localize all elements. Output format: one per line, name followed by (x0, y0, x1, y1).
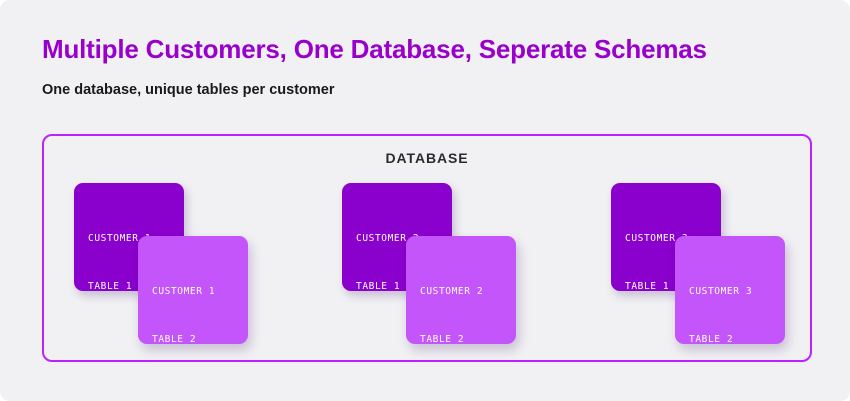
customer-group: CUSTOMER 2 TABLE 1 CUSTOMER 2 TABLE 2 (342, 183, 522, 345)
card-customer-label: CUSTOMER 1 (152, 286, 216, 297)
card-table-label: TABLE 1 (356, 281, 401, 292)
database-label: DATABASE (385, 150, 469, 166)
customer-table-card: CUSTOMER 1 TABLE 2 (138, 236, 248, 345)
card-table-label: TABLE 2 (152, 334, 197, 345)
card-table-label: TABLE 2 (689, 334, 734, 345)
card-customer-label: CUSTOMER 3 (689, 286, 753, 297)
card-customer-label: CUSTOMER 2 (420, 286, 484, 297)
customer-group: CUSTOMER 1 TABLE 1 CUSTOMER 1 TABLE 2 (74, 183, 254, 345)
customer-group: CUSTOMER 3 TABLE 1 CUSTOMER 3 TABLE 2 (611, 183, 791, 345)
customer-table-card: CUSTOMER 3 TABLE 2 (675, 236, 785, 345)
page-title: Multiple Customers, One Database, Sepera… (42, 34, 707, 64)
page-subtitle: One database, unique tables per customer (42, 82, 335, 98)
customer-table-card: CUSTOMER 2 TABLE 2 (406, 236, 516, 345)
card-table-label: TABLE 1 (625, 281, 670, 292)
card-table-label: TABLE 1 (88, 281, 133, 292)
database-container: DATABASE (42, 134, 812, 362)
card-table-label: TABLE 2 (420, 334, 465, 345)
